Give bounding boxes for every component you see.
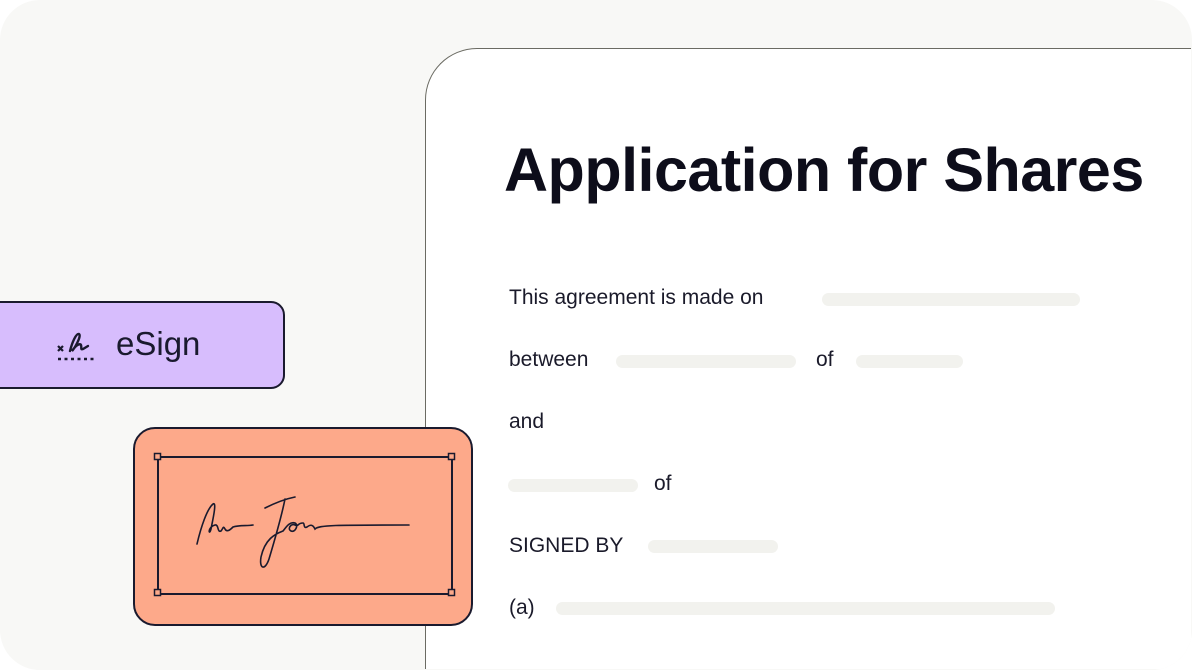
document-panel: Application for Shares This agreement is… [425,48,1191,669]
party1-name-field[interactable] [616,355,796,368]
agreement-label: This agreement is made on [509,286,764,309]
party2-name-field[interactable] [508,479,638,492]
esign-button[interactable]: eSign [0,301,285,389]
item-a-label: (a) [509,596,535,619]
esign-label: eSign [116,325,201,362]
date-field[interactable] [822,293,1080,306]
between-label: between [509,348,589,371]
signature-box [153,452,456,597]
and-label: and [509,410,545,433]
signed-by-field[interactable] [648,540,778,553]
signature-icon [57,332,94,361]
item-a-field[interactable] [556,602,1055,615]
of-label: of [816,348,834,371]
of-label: of [654,472,672,495]
party1-address-field[interactable] [856,355,963,368]
document-title: Application for Shares [504,136,1144,204]
handwritten-signature [196,496,410,568]
signed-by-label: SIGNED BY [509,534,624,557]
signature-card[interactable] [133,427,473,626]
